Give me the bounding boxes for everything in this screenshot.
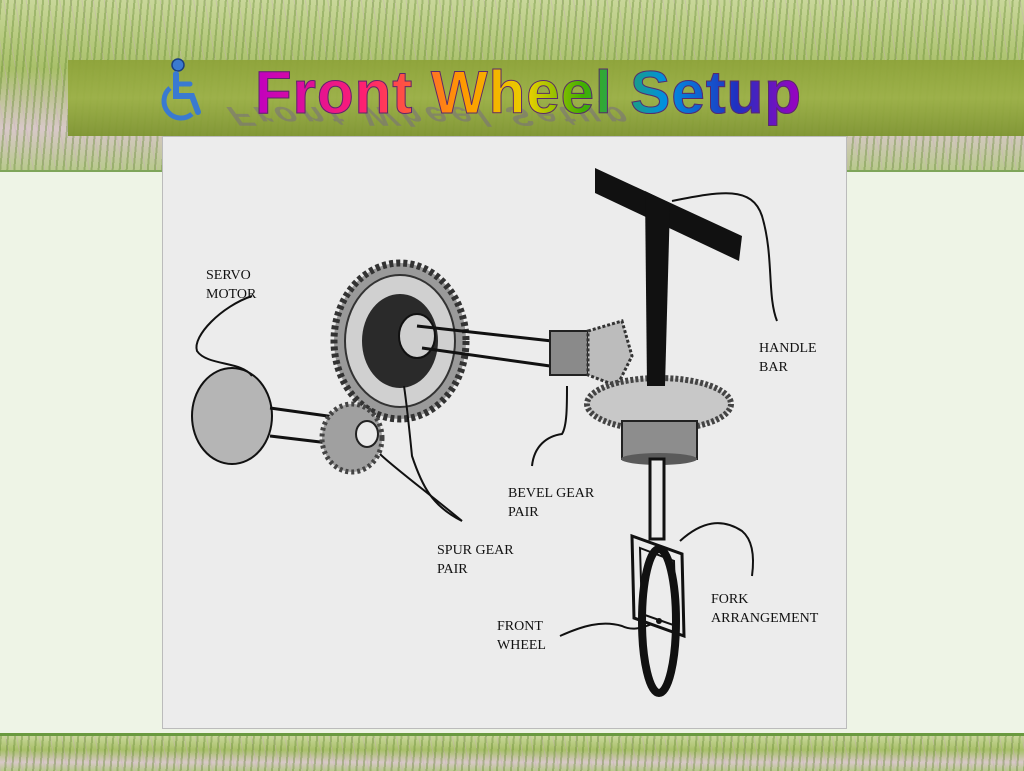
bevel-gear-large bbox=[584, 375, 734, 465]
grass-banner-bottom bbox=[0, 733, 1024, 771]
servo-leader-line bbox=[195, 295, 253, 377]
handle-bar bbox=[595, 168, 742, 386]
label-servo-motor: SERVO MOTOR bbox=[206, 268, 257, 302]
wheelchair-icon bbox=[161, 58, 201, 121]
front-wheel-diagram bbox=[191, 168, 778, 697]
handle-leader-line bbox=[671, 192, 778, 322]
bevel-leader-line bbox=[531, 385, 568, 467]
front-wheel bbox=[638, 545, 680, 697]
servo-motor bbox=[191, 367, 273, 465]
slide-title: Front Wheel Setup bbox=[255, 59, 802, 127]
label-spur-gear-pair: SPUR GEAR PAIR bbox=[437, 543, 514, 577]
bevel-gear-small bbox=[549, 319, 634, 388]
label-bevel-gear-pair: BEVEL GEAR PAIR bbox=[508, 486, 595, 520]
large-spur-gear bbox=[330, 259, 470, 423]
spur-leader-line-2 bbox=[379, 453, 463, 522]
small-spur-gear bbox=[319, 401, 385, 475]
fork-leader-line bbox=[679, 522, 754, 577]
label-front-wheel: FRONT WHEEL bbox=[497, 619, 546, 653]
spur-leader-line bbox=[403, 385, 463, 522]
title-bar bbox=[68, 60, 1024, 136]
steering-column bbox=[648, 457, 666, 541]
label-fork-arrangement: FORK ARRANGEMENT bbox=[711, 592, 819, 626]
wheel-leader-line bbox=[559, 622, 653, 637]
label-handle-bar: HANDLE BAR bbox=[759, 341, 817, 375]
